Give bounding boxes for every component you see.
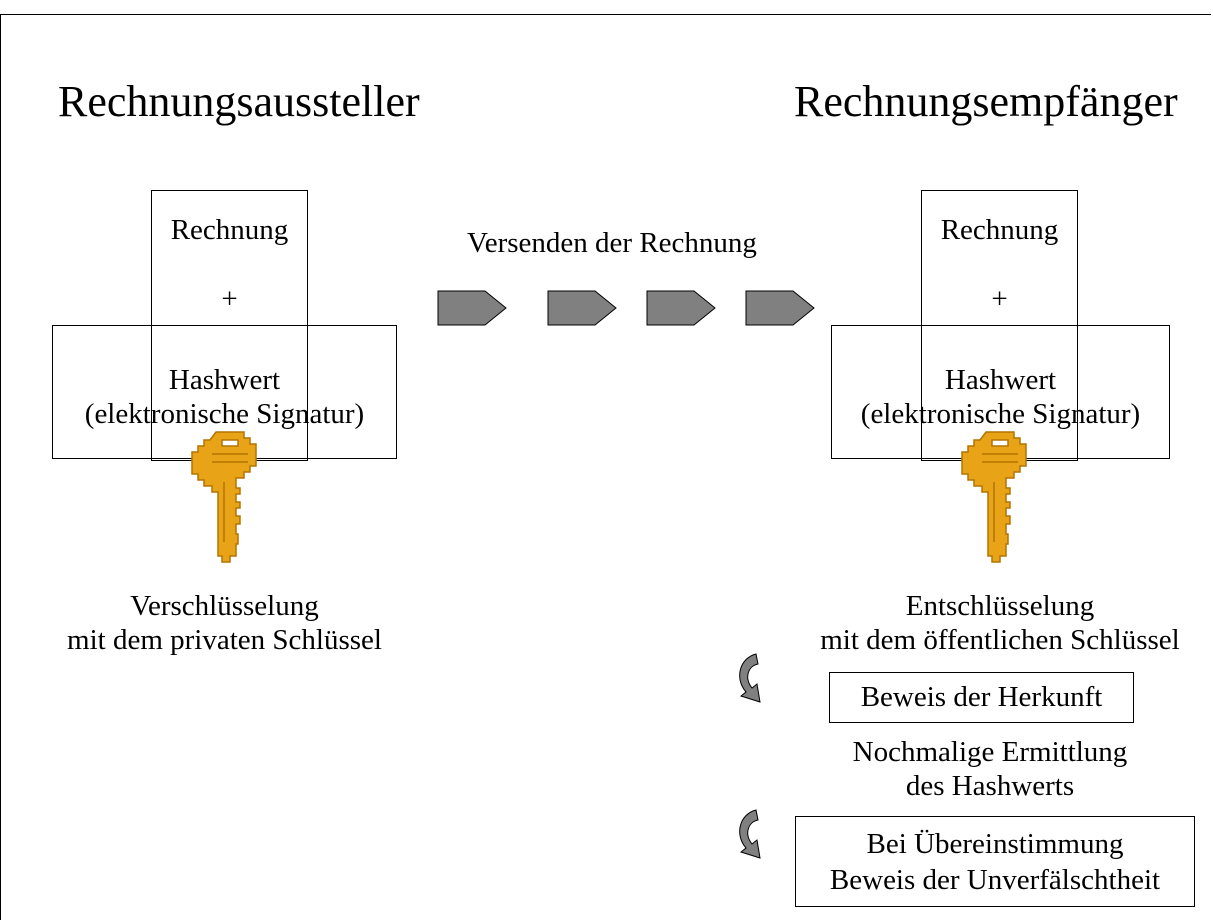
receiver-key-icon — [961, 431, 1027, 563]
sender-plus: + — [221, 283, 238, 315]
slide-frame — [0, 14, 1211, 920]
receiver-signature-label: (elektronische Signatur) — [860, 398, 1141, 430]
transfer-arrow-1 — [437, 290, 507, 326]
transfer-arrow-2 — [547, 290, 617, 326]
receiver-caption-line1: Entschlüsselung — [905, 590, 1095, 622]
match-line2: Beweis der Unverfälschtheit — [829, 864, 1161, 896]
sender-hash-label: Hashwert — [168, 364, 281, 396]
proof-origin-box — [829, 672, 1134, 723]
receiver-plus: + — [991, 283, 1008, 315]
sender-caption-line1: Verschlüsselung — [130, 590, 319, 622]
proof-origin-label: Beweis der Herkunft — [860, 681, 1103, 713]
match-proof-box — [795, 816, 1195, 907]
transfer-arrow-3 — [646, 290, 716, 326]
curved-arrow-origin-icon — [739, 653, 761, 703]
sender-signature-label: (elektronische Signatur) — [84, 398, 365, 430]
sender-title: Rechnungsaussteller — [58, 77, 420, 126]
sender-key-icon — [191, 431, 257, 563]
curved-arrow-integrity-icon — [739, 809, 761, 859]
receiver-caption-line2: mit dem öffentlichen Schlüssel — [820, 624, 1180, 656]
transfer-arrow-4 — [745, 290, 815, 326]
transfer-label: Versenden der Rechnung — [467, 227, 757, 259]
receiver-invoice-label: Rechnung — [940, 214, 1059, 246]
sender-caption-line2: mit dem privaten Schlüssel — [67, 624, 382, 656]
rehash-line1: Nochmalige Ermittlung — [852, 736, 1128, 768]
sender-invoice-label: Rechnung — [170, 214, 289, 246]
receiver-hash-label: Hashwert — [944, 364, 1057, 396]
rehash-line2: des Hashwerts — [905, 770, 1075, 802]
receiver-title: Rechnungsempfänger — [794, 77, 1178, 126]
match-line1: Bei Übereinstimmung — [866, 828, 1124, 860]
